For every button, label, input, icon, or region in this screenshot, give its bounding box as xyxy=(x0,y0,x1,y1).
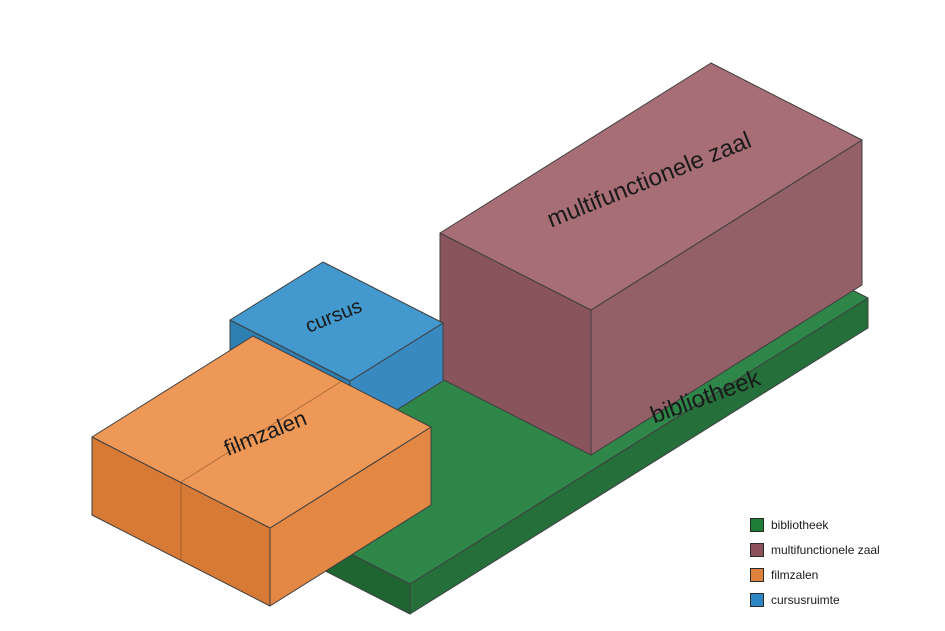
cursusruimte-top-face xyxy=(229,261,444,382)
legend-swatch-filmzalen xyxy=(750,567,764,582)
multifunctionele-zaal-volume xyxy=(439,62,863,456)
legend-swatch-rect xyxy=(750,517,764,532)
legend-swatch-rect xyxy=(750,542,764,557)
legend-label: bibliotheek xyxy=(771,517,829,532)
filmzalen-seam-top xyxy=(180,380,343,483)
legend-label: cursusruimte xyxy=(771,592,840,607)
legend-item-filmzalen: filmzalen xyxy=(750,566,880,583)
filmzalen-volume xyxy=(91,335,432,607)
legend-label: multifunctionele zaal xyxy=(771,542,880,557)
legend-item-multifunctionele-zaal: multifunctionele zaal xyxy=(750,541,880,558)
legend-swatch-rect xyxy=(750,567,764,582)
legend: bibliotheek multifunctionele zaal filmza… xyxy=(750,516,880,608)
legend-label: filmzalen xyxy=(771,567,819,582)
legend-item-bibliotheek: bibliotheek xyxy=(750,516,880,533)
legend-swatch-rect xyxy=(750,592,764,607)
legend-swatch-cursusruimte xyxy=(750,592,764,607)
legend-swatch-bibliotheek xyxy=(750,517,764,532)
legend-swatch-multifunctionele-zaal xyxy=(750,542,764,557)
legend-item-cursusruimte: cursusruimte xyxy=(750,591,880,608)
multifunctionele-zaal-top-face xyxy=(439,62,863,311)
